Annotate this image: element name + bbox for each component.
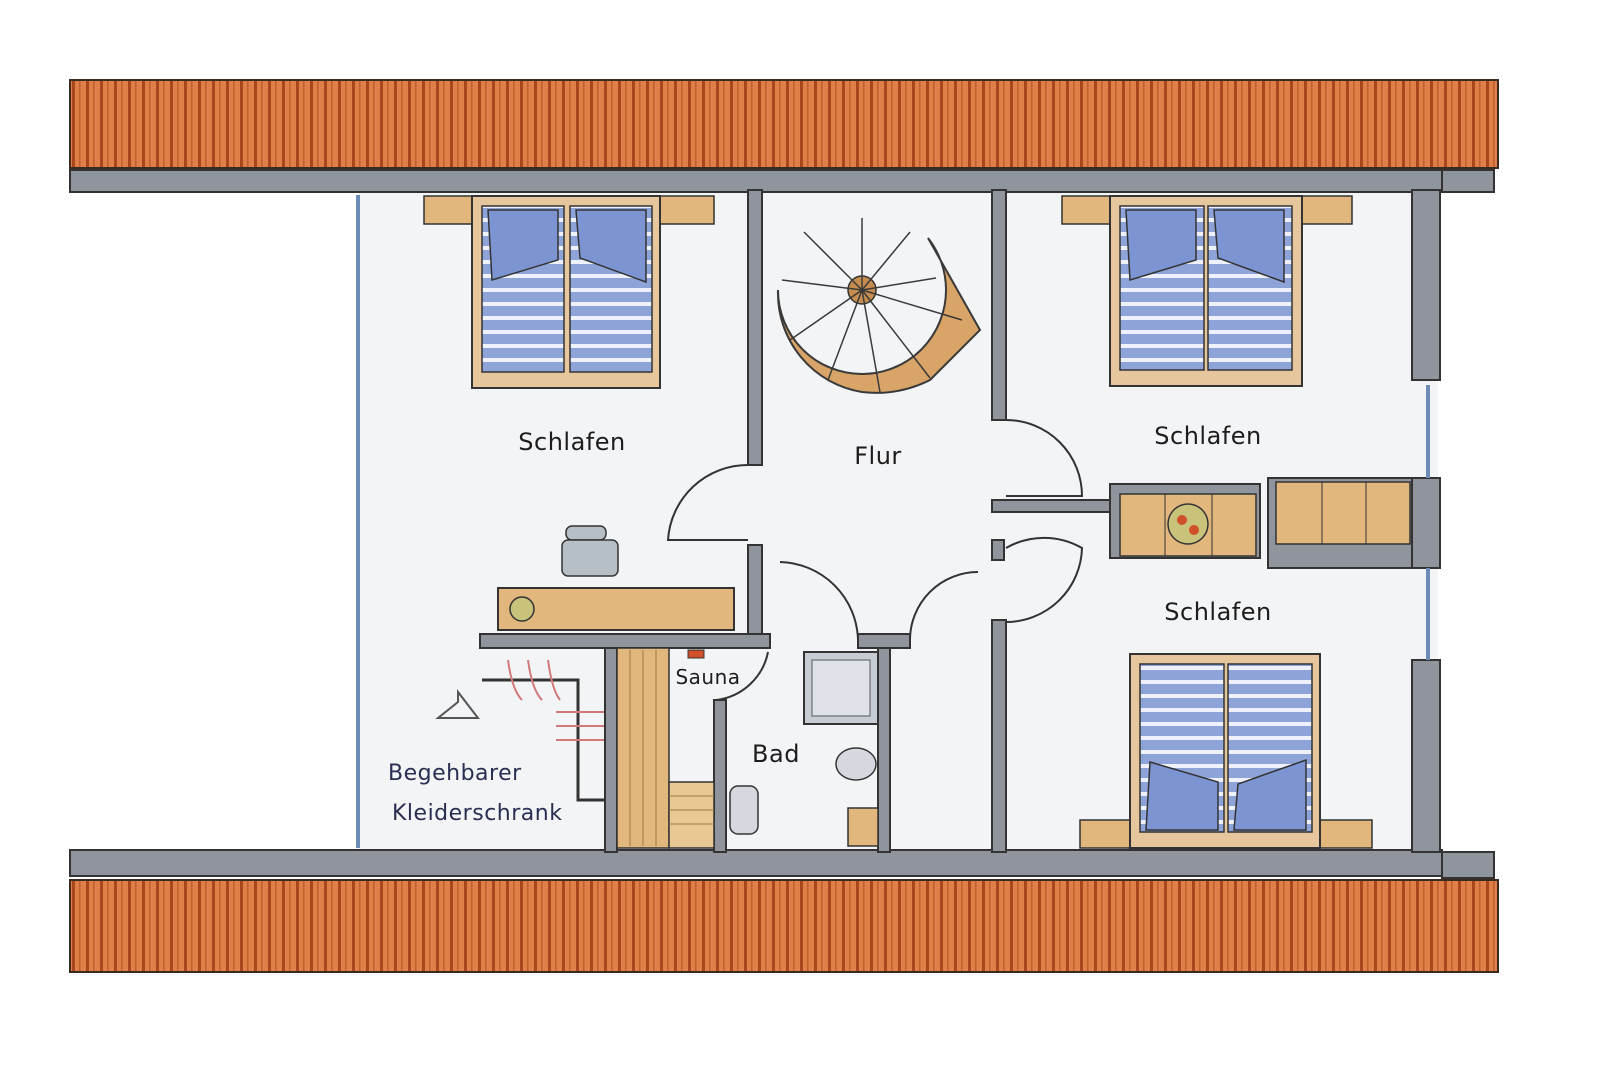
label-bedroom-bottom-right: Schlafen bbox=[1164, 598, 1271, 626]
label-bedroom-top-left: Schlafen bbox=[518, 428, 625, 456]
interior-walls bbox=[479, 189, 1113, 853]
desk bbox=[497, 525, 735, 631]
sauna bbox=[616, 647, 715, 849]
label-bedroom-top-right: Schlafen bbox=[1154, 422, 1261, 450]
bed-bottom-right bbox=[1079, 653, 1373, 849]
wardrobe-right bbox=[1109, 477, 1413, 569]
roof-bottom bbox=[69, 879, 1499, 973]
closet-rails bbox=[435, 659, 604, 802]
outer-walls bbox=[69, 169, 1495, 879]
label-closet-line1: Begehbarer bbox=[388, 761, 522, 786]
bed-top-left bbox=[423, 195, 715, 389]
label-hallway: Flur bbox=[854, 442, 902, 470]
roof-top bbox=[69, 79, 1499, 169]
bed-top-right bbox=[1061, 195, 1353, 387]
label-sauna: Sauna bbox=[675, 665, 740, 689]
spiral-staircase bbox=[776, 218, 982, 394]
door-swings bbox=[666, 419, 1084, 701]
label-bathroom: Bad bbox=[752, 740, 800, 768]
bathroom-fixtures bbox=[729, 651, 879, 847]
label-closet-line2: Kleiderschrank bbox=[392, 801, 562, 826]
